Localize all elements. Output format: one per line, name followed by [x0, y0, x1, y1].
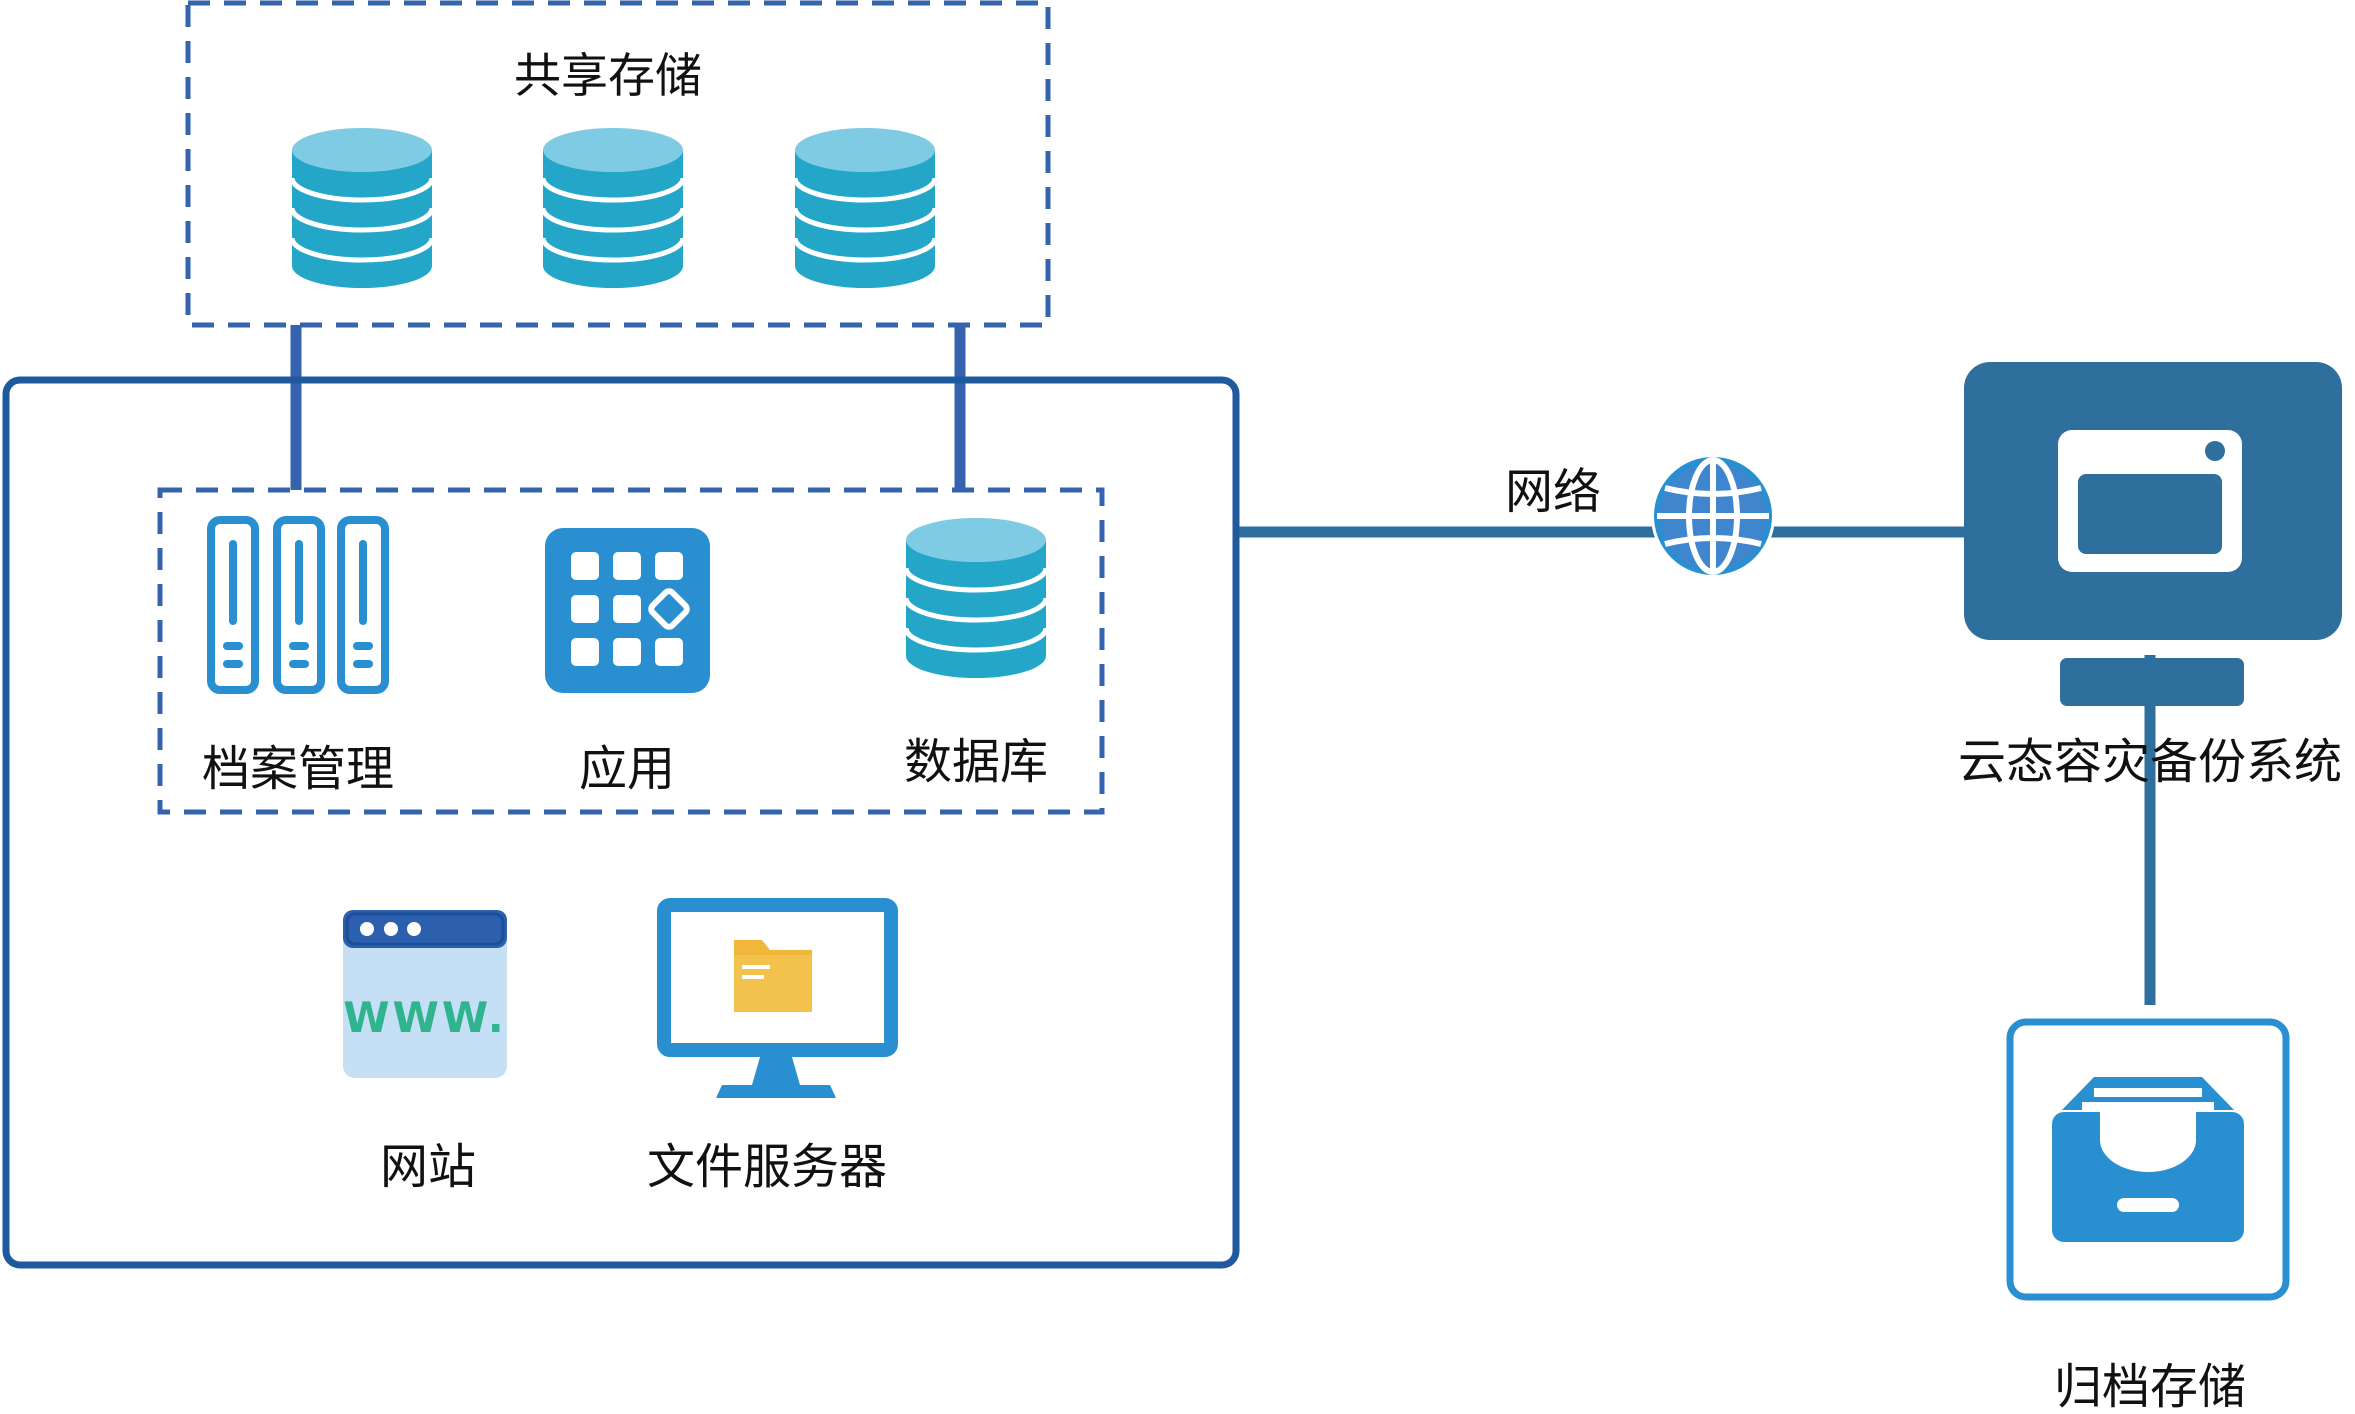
- website-label: 网站: [380, 1139, 476, 1195]
- www-text: WWW.: [343, 993, 507, 1042]
- backup-monitor-icon: [1964, 362, 2342, 706]
- browser-www-icon: WWW.: [343, 910, 507, 1078]
- core-services-dashed-border: [157, 487, 1105, 815]
- database-icon: [543, 128, 683, 288]
- core-services-group: 档案管理 应用 数据库: [157, 487, 1105, 815]
- archive-box-icon: [2006, 1018, 2290, 1301]
- application-label: 应用: [579, 741, 675, 797]
- database-label: 数据库: [904, 734, 1048, 790]
- globe-icon: [1651, 454, 1775, 578]
- database-icon: [906, 518, 1046, 678]
- shared-storage-group: 共享存储: [185, 0, 1051, 328]
- archive-storage-label: 归档存储: [2054, 1359, 2246, 1414]
- shared-storage-dashed-border: [185, 0, 1051, 328]
- server-rack-icon: [207, 516, 389, 694]
- monitor-folder-icon: [657, 898, 898, 1098]
- network-label: 网络: [1505, 464, 1601, 520]
- archive-management-label: 档案管理: [202, 741, 394, 797]
- app-grid-icon: [545, 528, 710, 693]
- main-system-frame: [2, 376, 1240, 1269]
- cloud-dr-system-label: 云态容灾备份系统: [1958, 734, 2342, 790]
- shared-storage-label: 共享存储: [514, 49, 702, 104]
- database-icon: [795, 128, 935, 288]
- file-server-label: 文件服务器: [647, 1139, 887, 1195]
- database-icon: [292, 128, 432, 288]
